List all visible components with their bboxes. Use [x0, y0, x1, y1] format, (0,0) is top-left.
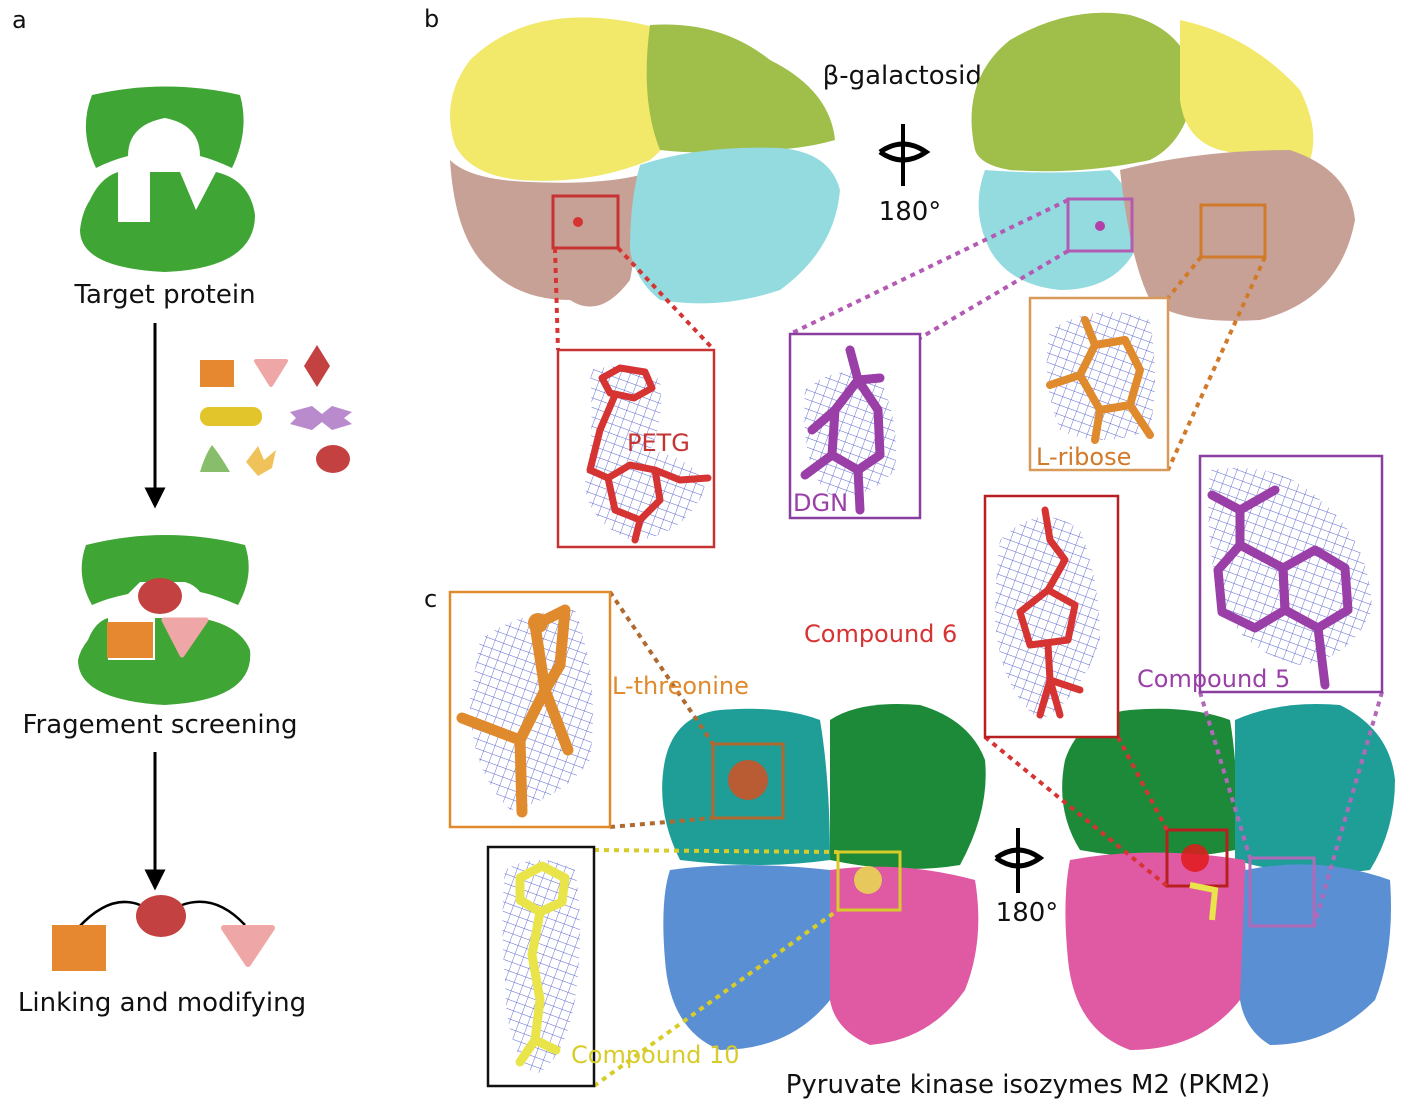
ligand-label-dgn: DGN — [793, 489, 848, 517]
fragment-square — [200, 360, 234, 387]
site-box-dgn — [1066, 197, 1134, 253]
fragment-bolt — [246, 446, 276, 476]
screening-shape — [78, 535, 251, 705]
ligand-label-l-threonine: L-threonine — [612, 672, 749, 700]
connector-c5-left — [1198, 691, 1252, 859]
site-box-l-threonine — [711, 742, 785, 820]
ligand-label-compound-5: Compound 5 — [1137, 665, 1290, 693]
beta-gal-surface-right — [971, 12, 1355, 321]
connector-c10-top — [593, 848, 839, 854]
connector-c6-right — [1116, 736, 1169, 831]
rotation-icon-c — [994, 828, 1045, 893]
site-box-compound-10 — [836, 850, 902, 912]
ligand-label-compound-10: Compound 10 — [571, 1041, 740, 1069]
step-fragment-screening: Fragement screening — [22, 710, 297, 740]
connector-thr-top — [608, 590, 715, 746]
beta-gal-surface-left — [450, 17, 840, 307]
fragment-oval — [316, 445, 350, 473]
connector-petg-right — [616, 246, 716, 352]
fragment-capsule — [200, 407, 262, 426]
connector-dgn-left — [789, 198, 1069, 336]
site-box-l-ribose — [1199, 203, 1267, 259]
inset-l-ribose: L-ribose — [1028, 296, 1170, 472]
pkm2-left — [662, 704, 986, 1050]
connector-thr-bottom — [609, 816, 714, 829]
fragment-bowtie — [290, 406, 352, 430]
site-box-petg — [551, 194, 620, 250]
panel-a: a Target protein Fragement s — [12, 6, 352, 1018]
step-linking-modifying: Linking and modifying — [18, 988, 306, 1018]
ligand-label-compound-6: Compound 6 — [804, 620, 957, 648]
inset-petg: PETG — [556, 348, 716, 549]
inset-compound-5: Compound 5 — [1137, 454, 1384, 694]
ligand-label-l-ribose: L-ribose — [1036, 443, 1131, 471]
connector-dgn-right — [918, 249, 1070, 340]
panel-c-letter: c — [424, 585, 437, 613]
connector-c5-right — [1312, 691, 1384, 927]
rotation-icon-b — [878, 124, 931, 186]
fragment-triangle — [254, 359, 288, 387]
pkm2-right — [1062, 704, 1395, 1050]
ligand-label-petg: PETG — [627, 429, 690, 457]
connector-ribose-left — [1166, 255, 1203, 300]
panel-a-letter: a — [12, 6, 27, 34]
step-target-protein: Target protein — [73, 280, 255, 310]
target-protein-shape — [80, 86, 255, 272]
panel-c: c 180° — [424, 454, 1395, 1100]
inset-dgn: DGN — [788, 332, 922, 520]
connector-petg-left — [553, 247, 560, 351]
inset-compound-6: Compound 6 — [804, 494, 1120, 739]
pkm2-title: Pyruvate kinase isozymes M2 (PKM2) — [786, 1070, 1271, 1100]
rotation-label-b: 180° — [879, 197, 942, 227]
inset-compound-10: Compound 10 — [486, 845, 740, 1088]
site-box-compound-5 — [1248, 856, 1316, 928]
fragment-blob — [200, 445, 230, 472]
linked-fragments — [52, 895, 275, 971]
inset-l-threonine: L-threonine — [448, 590, 749, 829]
panel-b: b β-galactosidase 180° — [424, 5, 1355, 549]
rotation-label-c: 180° — [996, 898, 1059, 928]
fragment-diamond — [304, 345, 330, 387]
panel-b-letter: b — [424, 5, 439, 33]
connector-c10-bottom — [592, 908, 840, 1088]
fragment-library — [200, 345, 352, 476]
